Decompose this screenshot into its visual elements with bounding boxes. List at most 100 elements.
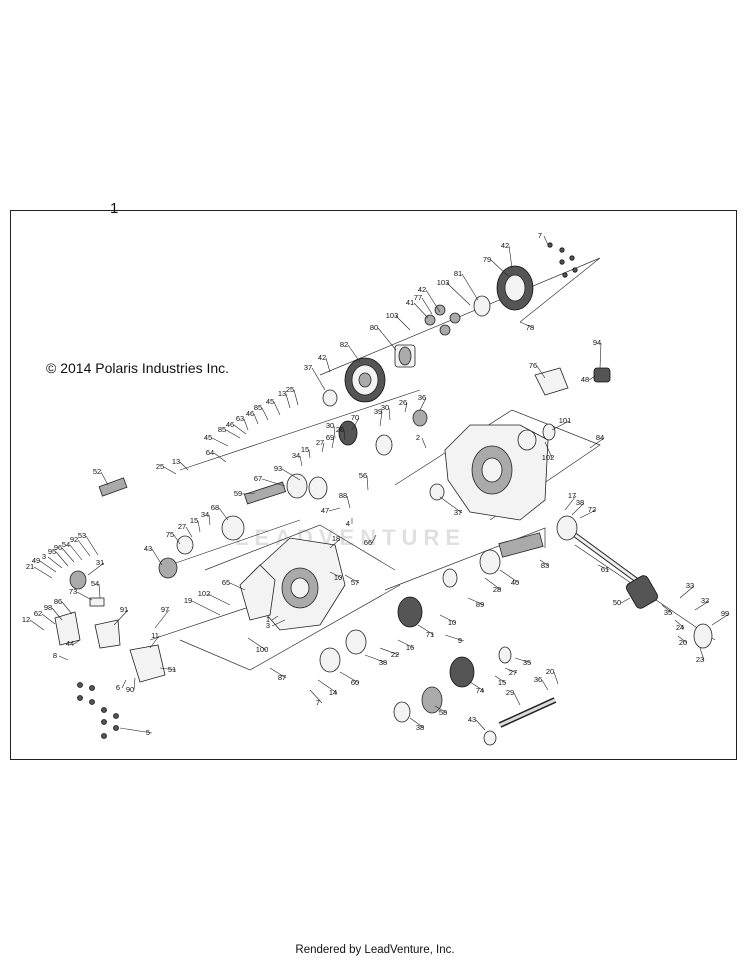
callout-leader-94 <box>599 342 602 369</box>
callout-leader-6 <box>121 679 127 689</box>
callout-label-71: 71 <box>426 630 434 639</box>
callout-label-43: 43 <box>144 544 152 553</box>
callout-leader-27 <box>504 667 518 674</box>
callout-leader-34 <box>299 455 303 467</box>
callout-leader-83 <box>539 559 550 567</box>
callout-leader-54 <box>98 583 101 599</box>
callout-leader-26 <box>343 429 346 441</box>
callout-label-82: 82 <box>340 340 348 349</box>
callout-leader-36 <box>419 397 427 411</box>
callout-leader-59 <box>241 492 256 495</box>
callout-label-35: 35 <box>664 608 672 617</box>
callout-leader-86 <box>61 601 73 615</box>
callout-leader-42 <box>508 245 513 269</box>
callout-label-14: 14 <box>329 688 337 697</box>
callout-label-27: 27 <box>316 438 324 447</box>
callout-leader-25 <box>163 466 177 475</box>
case-half-87 <box>254 537 346 631</box>
callout-label-92: 92 <box>70 535 78 544</box>
bracket-51 <box>129 644 166 683</box>
callout-leader-63 <box>243 418 249 431</box>
callout-label-6: 6 <box>116 683 120 692</box>
callout-label-9: 9 <box>458 636 462 645</box>
gear-68 <box>221 515 245 541</box>
footer-credit: Rendered by LeadVenture, Inc. <box>295 944 455 956</box>
callout-label-43: 43 <box>468 715 476 724</box>
callout-leader-66 <box>371 534 377 544</box>
callout-leader-72 <box>579 509 597 519</box>
callout-label-15: 15 <box>498 678 506 687</box>
callout-leader-87 <box>269 667 287 679</box>
callout-leader-35 <box>514 657 532 664</box>
callout-label-7: 7 <box>316 698 320 707</box>
callout-leader-45 <box>273 401 281 416</box>
callout-label-54: 54 <box>62 540 70 549</box>
callout-label-60: 60 <box>351 678 359 687</box>
callout-leader-31 <box>87 562 105 576</box>
callout-leader-92 <box>77 539 91 557</box>
callout-leader-57 <box>344 574 360 584</box>
callout-leader-67 <box>261 478 286 487</box>
callout-label-99: 99 <box>721 609 729 618</box>
callout-leader-38 <box>364 654 388 664</box>
callout-label-37: 37 <box>454 508 462 517</box>
shift-fork-73 <box>89 597 105 607</box>
callout-leader-47 <box>328 507 341 512</box>
callout-label-102: 102 <box>198 589 211 598</box>
callout-label-83: 83 <box>541 561 549 570</box>
callout-leader-10 <box>439 614 457 624</box>
watermark: LEADVENTURE <box>235 525 467 550</box>
callout-leader-20 <box>553 671 559 685</box>
callout-leader-101 <box>551 420 570 431</box>
callout-leader-39 <box>379 411 383 427</box>
callout-label-81: 81 <box>454 269 462 278</box>
gear-74 <box>449 656 475 688</box>
callout-label-85: 85 <box>218 425 226 434</box>
callout-label-4: 4 <box>346 519 350 528</box>
callout-leader-13 <box>285 393 291 409</box>
bearing-80 <box>394 344 416 368</box>
callout-label-75: 75 <box>166 530 174 539</box>
gear-75 <box>176 535 194 555</box>
callout-leader-103 <box>395 315 411 331</box>
callout-label-12: 12 <box>22 615 30 624</box>
callout-leader-30 <box>333 425 336 439</box>
callout-leader-12 <box>29 619 45 631</box>
callout-leader-65 <box>229 582 246 591</box>
callout-label-59: 59 <box>234 489 242 498</box>
callout-label-49: 49 <box>32 556 40 565</box>
callout-leader-44 <box>73 639 81 645</box>
callout-label-103: 103 <box>437 278 450 287</box>
callout-label-47: 47 <box>321 506 329 515</box>
callout-label-36: 36 <box>534 675 542 684</box>
gasket-93 <box>308 476 328 500</box>
callout-label-74: 74 <box>476 686 484 695</box>
callout-label-15: 15 <box>190 516 198 525</box>
callout-label-46: 46 <box>226 420 234 429</box>
callout-label-80: 80 <box>370 323 378 332</box>
callout-leader-69 <box>331 437 335 449</box>
callout-leader-54 <box>69 544 83 561</box>
callout-label-89: 89 <box>476 600 484 609</box>
bolts-top-right <box>547 242 578 278</box>
callout-label-101: 101 <box>559 416 572 425</box>
callout-leader-52 <box>100 471 109 486</box>
callout-leader-61 <box>597 564 610 571</box>
callout-leader-27 <box>321 442 325 453</box>
bolts-left <box>77 682 119 739</box>
callout-leader-38 <box>571 502 585 516</box>
callout-label-13: 13 <box>172 457 180 466</box>
callout-leader-15 <box>494 675 507 684</box>
callout-label-42: 42 <box>501 241 509 250</box>
plate-89 <box>442 568 458 588</box>
callout-leader-42 <box>425 289 441 313</box>
callout-leader-22 <box>379 647 400 656</box>
callout-leader-15 <box>308 449 311 459</box>
callout-leader-46 <box>253 413 259 425</box>
callout-label-17: 17 <box>568 491 576 500</box>
callout-label-16: 16 <box>406 643 414 652</box>
callout-label-53: 53 <box>78 531 86 540</box>
callout-label-30: 30 <box>381 403 389 412</box>
callout-label-40: 40 <box>511 578 519 587</box>
callout-label-15: 15 <box>301 445 309 454</box>
